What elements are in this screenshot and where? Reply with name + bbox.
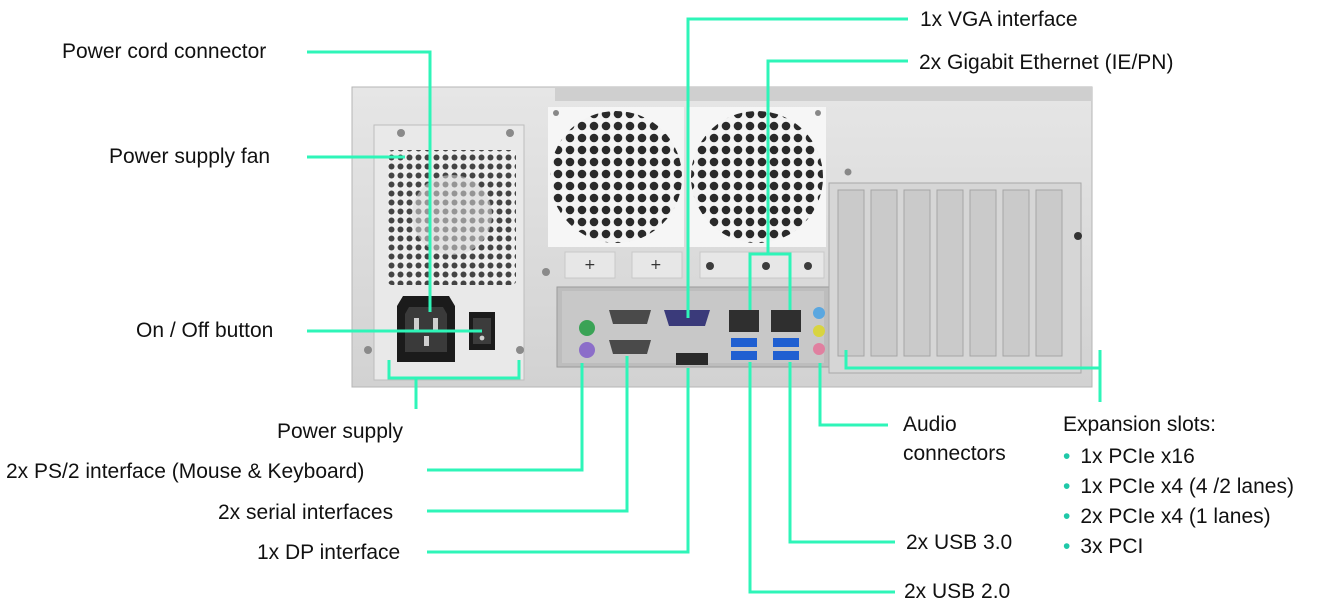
label-power-supply: Power supply (277, 420, 404, 443)
leader-ps2 (427, 363, 584, 472)
leader-expansion-bracket (844, 350, 1102, 370)
svg-text:+: + (584, 257, 596, 273)
svg-text:+: + (650, 257, 662, 273)
label-gigabit-ethernet: 2x Gigabit Ethernet (IE/PN) (919, 51, 1174, 74)
bullet-icon: • (1063, 475, 1071, 498)
label-usb3: 2x USB 3.0 (906, 531, 1013, 554)
leader-ethernet (766, 59, 908, 254)
io-panel (556, 286, 830, 368)
expansion-slot-list: •1x PCIe x16 •1x PCIe x4 (4 /2 lanes) •2… (1063, 442, 1294, 562)
leader-serial (427, 356, 629, 513)
label-on-off-button: On / Off button (136, 319, 274, 342)
bullet-icon: • (1063, 535, 1071, 558)
expansion-item: •1x PCIe x4 (4 /2 lanes) (1063, 475, 1294, 498)
label-expansion-title: Expansion slots: (1063, 413, 1216, 436)
leader-ethernet-bracket (748, 252, 792, 310)
power-supply-unit (364, 124, 525, 381)
bullet-icon: • (1063, 505, 1071, 528)
label-ps2-interface: 2x PS/2 interface (Mouse & Keyboard) (6, 460, 365, 483)
leader-power-cord (307, 50, 432, 312)
label-audio-line1: Audio (903, 413, 957, 436)
expansion-item: •2x PCIe x4 (1 lanes) (1063, 505, 1271, 528)
callout-leaders (307, 17, 1102, 594)
system-fans: + + (542, 107, 826, 279)
leader-power-supply-bracket (387, 360, 521, 380)
expansion-item: •3x PCI (1063, 535, 1144, 558)
label-vga-interface: 1x VGA interface (920, 8, 1078, 31)
label-dp-interface: 1x DP interface (257, 541, 401, 564)
label-usb2: 2x USB 2.0 (904, 580, 1011, 603)
expansion-slot-bay (828, 168, 1082, 374)
bullet-icon: • (1063, 445, 1071, 468)
leader-vga (686, 17, 908, 318)
leader-dp (427, 368, 690, 554)
expansion-item: •1x PCIe x16 (1063, 445, 1195, 468)
leader-audio (818, 363, 888, 427)
label-power-cord-connector: Power cord connector (62, 40, 267, 63)
label-audio-line2: connectors (903, 442, 1006, 465)
leader-usb2 (748, 362, 895, 594)
label-serial-interfaces: 2x serial interfaces (218, 501, 394, 524)
label-power-supply-fan: Power supply fan (109, 145, 271, 168)
power-cord-socket (397, 296, 455, 362)
leader-usb3 (788, 362, 895, 544)
